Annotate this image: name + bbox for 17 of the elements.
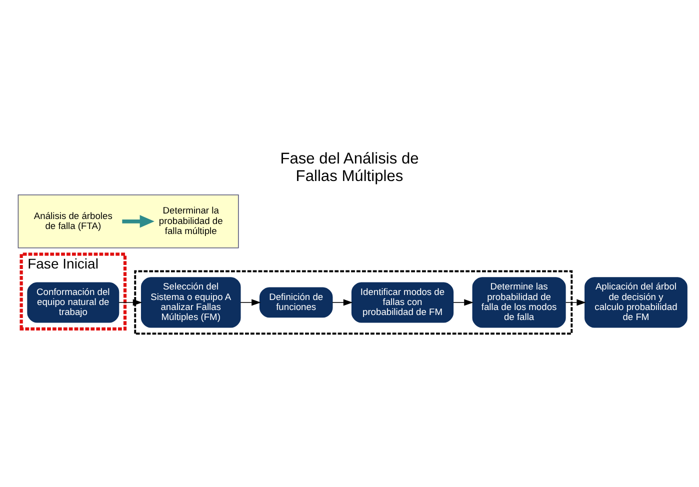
diagram-title: Fase del Análisis de Fallas Múltiples xyxy=(280,150,419,184)
arrow xyxy=(122,214,154,228)
node-box: Conformación del equipo natural de trabajo xyxy=(27,282,120,322)
cluster xyxy=(134,270,573,334)
node-text: Determinar la probabilidad de falla múltiple xyxy=(158,205,223,236)
arrow xyxy=(118,298,142,306)
node-text: Análisis de árboles de falla (FTA) xyxy=(34,210,112,230)
arrow xyxy=(565,298,586,306)
arrow xyxy=(332,298,353,306)
node-box: Definición de funciones xyxy=(259,286,333,318)
cluster xyxy=(18,194,239,248)
node-box: Identificar modos de fallas con probabilidad de FM xyxy=(351,282,454,322)
arrow xyxy=(240,298,261,306)
arrow xyxy=(453,298,474,306)
node-box: Selección del Sistema o equipo A analizar Fallas Múltiples (FM) xyxy=(140,276,241,328)
node-box: Determine las probabilidad de falla de los modos de falla xyxy=(472,276,566,328)
node-box: Aplicación del árbol de decisión y calculo probabilidad de FM xyxy=(584,276,688,328)
